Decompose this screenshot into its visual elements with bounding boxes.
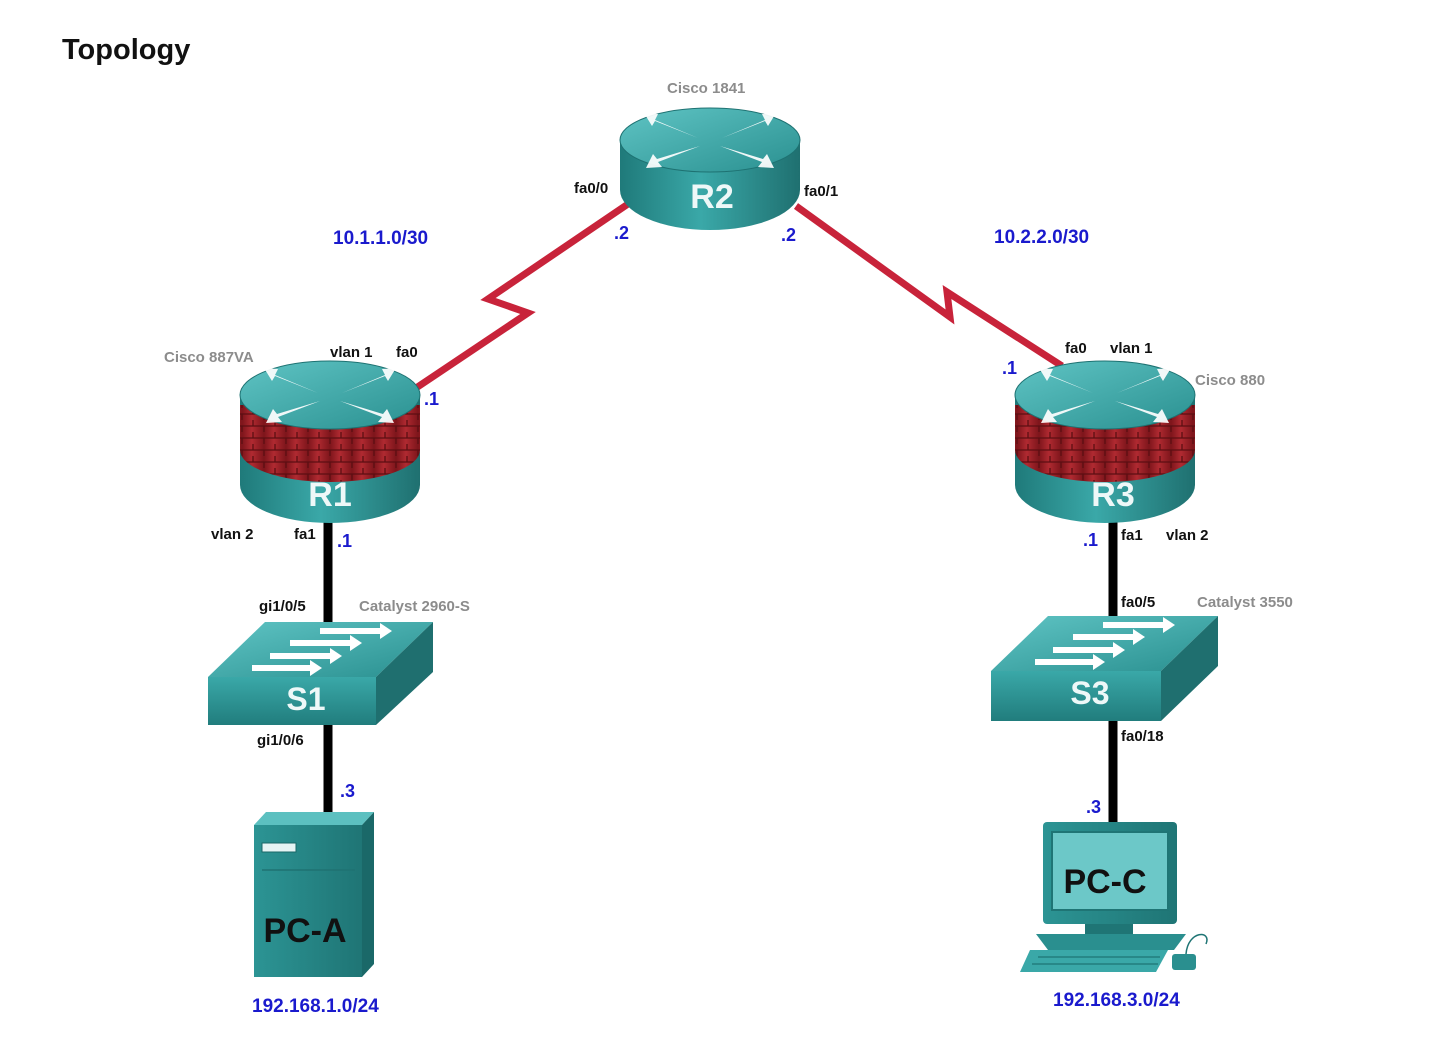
- switch-icon: S3: [991, 616, 1218, 721]
- r2-model-label: Cisco 1841: [667, 80, 746, 97]
- r2-name: R2: [690, 178, 733, 216]
- pca-name: PC-A: [263, 912, 346, 950]
- router-firewall-icon: R3: [1014, 360, 1196, 523]
- s1-gi106-label: gi1/0/6: [257, 732, 304, 749]
- r1-fa1-label: fa1: [294, 526, 316, 543]
- serial-link-r1-r2: [414, 201, 630, 391]
- r1-wan-address: .1: [424, 389, 440, 409]
- router-icon: R2: [619, 107, 801, 230]
- s1-name: S1: [286, 681, 325, 717]
- r2-fa01-label: fa0/1: [804, 183, 839, 200]
- r3-model-label: Cisco 880: [1195, 372, 1266, 389]
- s1-model-label: Catalyst 2960-S: [359, 598, 470, 615]
- network-r1-r2-label: 10.1.1.0/30: [333, 228, 429, 249]
- network-lan-c-label: 192.168.3.0/24: [1053, 990, 1180, 1011]
- network-r2-r3-label: 10.2.2.0/30: [994, 227, 1090, 248]
- pca-address: .3: [340, 781, 356, 801]
- r3-fa1-label: fa1: [1121, 527, 1143, 544]
- r1-vlan2-label: vlan 2: [211, 526, 254, 543]
- server-tower-icon: PC-A: [254, 812, 374, 977]
- r3-name: R3: [1091, 476, 1134, 514]
- pcc-address: .3: [1086, 797, 1102, 817]
- s1-gi105-label: gi1/0/5: [259, 598, 306, 615]
- r2-left-address: .2: [614, 223, 630, 243]
- pcc-name: PC-C: [1063, 863, 1146, 901]
- r1-model-label: Cisco 887VA: [164, 349, 254, 366]
- r1-fa0-label: fa0: [396, 344, 418, 361]
- r1-vlan1-label: vlan 1: [330, 344, 373, 361]
- r1-lan-address: .1: [337, 531, 353, 551]
- page-title: Topology: [62, 34, 191, 66]
- network-lan-a-label: 192.168.1.0/24: [252, 996, 379, 1017]
- r2-right-address: .2: [781, 225, 797, 245]
- r3-vlan1-label: vlan 1: [1110, 340, 1153, 357]
- r1-name: R1: [308, 476, 351, 514]
- s3-name: S3: [1070, 675, 1109, 711]
- r3-fa0-label: fa0: [1065, 340, 1087, 357]
- r2-fa00-label: fa0/0: [574, 180, 609, 197]
- r3-vlan2-label: vlan 2: [1166, 527, 1209, 544]
- workstation-icon: PC-C: [1020, 822, 1208, 972]
- router-firewall-icon: R1: [239, 360, 421, 523]
- s3-model-label: Catalyst 3550: [1197, 594, 1293, 611]
- serial-link-r2-r3: [793, 203, 1064, 369]
- s3-fa05-label: fa0/5: [1121, 594, 1156, 611]
- s3-fa018-label: fa0/18: [1121, 728, 1164, 745]
- r3-lan-address: .1: [1083, 530, 1099, 550]
- r3-wan-address: .1: [1002, 358, 1018, 378]
- switch-icon: S1: [208, 622, 433, 725]
